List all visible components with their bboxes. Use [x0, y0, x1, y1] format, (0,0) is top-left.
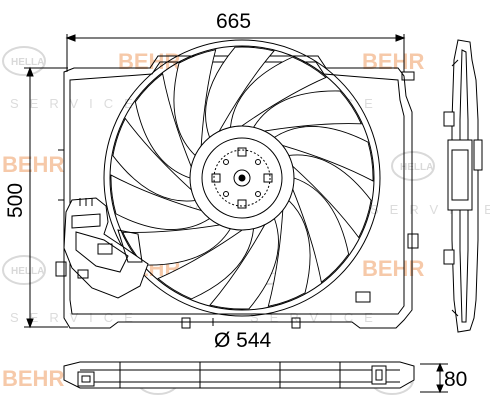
- height-dimension-label: 500: [4, 183, 27, 218]
- service-watermark: SERVICE: [10, 96, 144, 111]
- hella-logo-top-left: HELLA: [2, 46, 46, 76]
- fan-blade: [122, 224, 232, 266]
- behr-watermark: BEHR: [362, 256, 424, 281]
- fan-blade: [209, 217, 279, 310]
- hella-logo-lower-left: HELLA: [2, 255, 46, 285]
- depth-dimension: [420, 362, 448, 394]
- hella-logo-text: HELLA: [400, 162, 433, 173]
- fan-blade: [288, 154, 372, 239]
- fan-blade: [134, 72, 192, 179]
- fan-blade: [173, 49, 217, 157]
- fan-ring: [103, 39, 381, 317]
- fan-blades: [110, 46, 374, 310]
- fan-side-view: [443, 39, 483, 333]
- fan-blade: [157, 228, 255, 300]
- fan-blade: [252, 90, 362, 132]
- diameter-dimension-label: Ø 544: [214, 329, 272, 352]
- fan-blade: [273, 126, 374, 182]
- fan-bottom-view: [63, 361, 415, 389]
- fan-blade: [110, 174, 211, 230]
- fan-shroud-frame: [55, 55, 419, 329]
- fan-blade: [205, 46, 275, 139]
- width-dimension-label: 665: [216, 10, 251, 33]
- behr-watermark: BEHR: [2, 152, 64, 177]
- behr-watermark: BEHR: [2, 366, 64, 391]
- fan-blade: [267, 199, 311, 307]
- height-dimension: [24, 66, 68, 329]
- hella-logo-text: HELLA: [11, 266, 44, 277]
- service-watermark: SERVICE: [250, 310, 384, 325]
- motor-control-module: [63, 197, 149, 299]
- width-dimension: [65, 34, 406, 72]
- fan-hub: [189, 125, 295, 231]
- behr-watermark: BEHR: [362, 49, 424, 74]
- hella-logo-mid-right: HELLA: [391, 151, 435, 181]
- depth-dimension-label: 80: [444, 368, 467, 391]
- fan-blade: [292, 177, 350, 284]
- hella-logo-text: HELLA: [11, 57, 44, 68]
- fan-blade: [112, 117, 196, 202]
- fan-blade: [229, 56, 327, 128]
